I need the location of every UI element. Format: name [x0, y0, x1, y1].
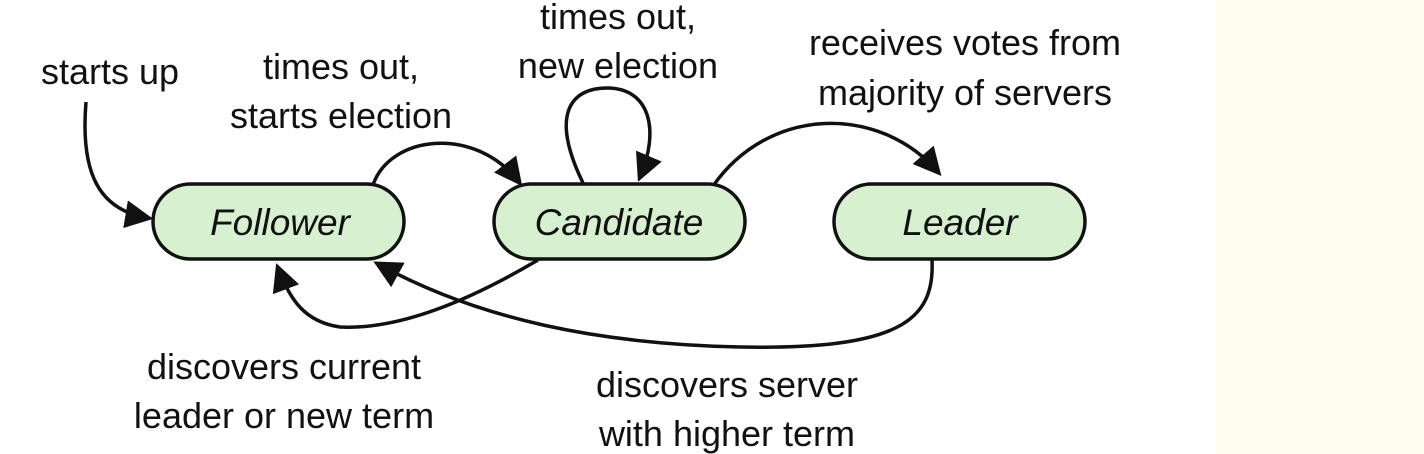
label-starts-up: starts up [41, 51, 179, 92]
state-leader-label: Leader [902, 202, 1019, 243]
state-follower: Follower [151, 182, 406, 261]
state-leader: Leader [832, 182, 1087, 261]
diagram-canvas: Follower Candidate Leader starts up time… [41, 0, 1121, 454]
edge-follower-to-candidate [371, 141, 523, 187]
state-candidate: Candidate [492, 182, 747, 261]
label-follower-to-candidate-line1: times out, [263, 46, 419, 87]
side-panel [1216, 0, 1424, 454]
label-candidate-to-follower-line2: leader or new term [134, 395, 434, 436]
label-candidate-to-follower-line1: discovers current [147, 346, 421, 387]
edge-candidate-to-leader [711, 121, 942, 188]
state-follower-label: Follower [210, 202, 351, 243]
edge-candidate-self-loop [564, 86, 662, 184]
edge-starts-up [83, 101, 154, 229]
state-candidate-label: Candidate [535, 202, 704, 243]
label-candidate-to-leader-line2: majority of servers [818, 72, 1112, 113]
label-candidate-self-line2: new election [518, 45, 718, 86]
label-follower-to-candidate-line2: starts election [230, 95, 452, 136]
label-leader-to-follower-line2: with higher term [598, 413, 855, 454]
label-candidate-to-leader-line1: receives votes from [809, 22, 1121, 63]
edge-leader-to-follower [373, 259, 934, 349]
edge-candidate-to-follower [272, 258, 539, 329]
label-candidate-self-line1: times out, [540, 0, 696, 37]
label-leader-to-follower-line1: discovers server [596, 364, 858, 405]
